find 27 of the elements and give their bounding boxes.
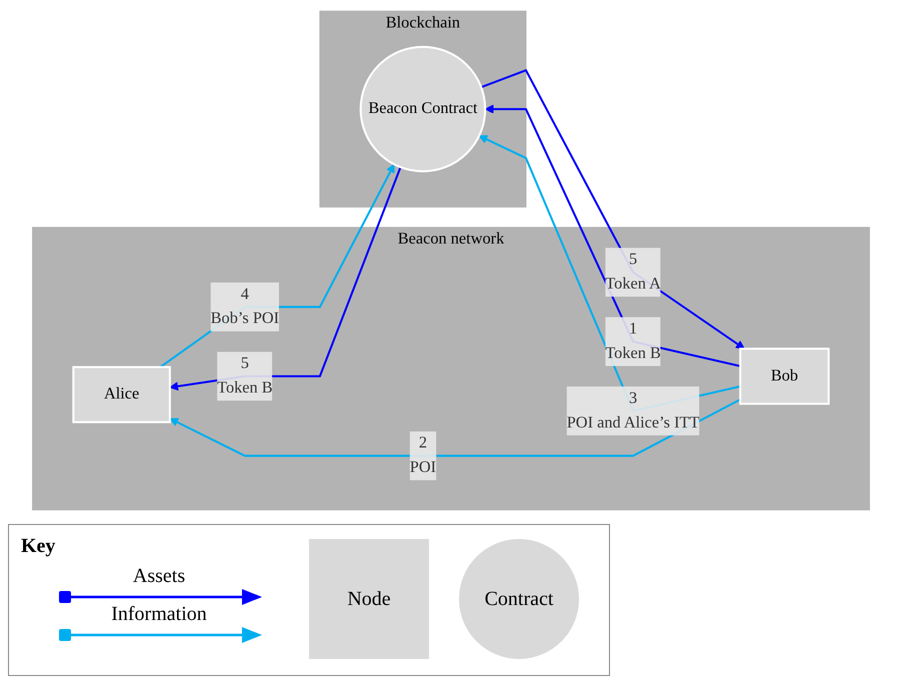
- arrow: [169, 166, 402, 390]
- node-box: Node: [309, 539, 429, 659]
- contract-circle: Contract: [459, 539, 579, 659]
- label: 2: [418, 434, 427, 452]
- label: 4: [240, 285, 249, 302]
- label: 5: [240, 354, 249, 372]
- arrow: [480, 68, 745, 349]
- edge-label: Token B: [217, 378, 273, 396]
- edge-label: Token A: [605, 274, 661, 292]
- node-box: [739, 347, 830, 404]
- edge-label: POI: [410, 458, 436, 476]
- cluster: [319, 10, 526, 208]
- arrow: [160, 163, 395, 368]
- label: 5: [629, 250, 638, 268]
- legend-title: Key: [21, 535, 56, 558]
- arrow: [484, 104, 740, 367]
- legend-label: Assets: [132, 565, 186, 588]
- edge-label: Bob’s POI: [210, 309, 280, 327]
- label: 3: [629, 389, 638, 406]
- cluster: [32, 226, 870, 510]
- edge-label: Token B: [605, 344, 661, 362]
- node-box: [72, 366, 171, 423]
- edge-label: POI and Alice’s ITT: [566, 413, 700, 431]
- label: 1: [629, 320, 638, 338]
- arrow: [169, 398, 741, 456]
- node-circle: [360, 45, 486, 172]
- legend-label: Information: [110, 603, 208, 626]
